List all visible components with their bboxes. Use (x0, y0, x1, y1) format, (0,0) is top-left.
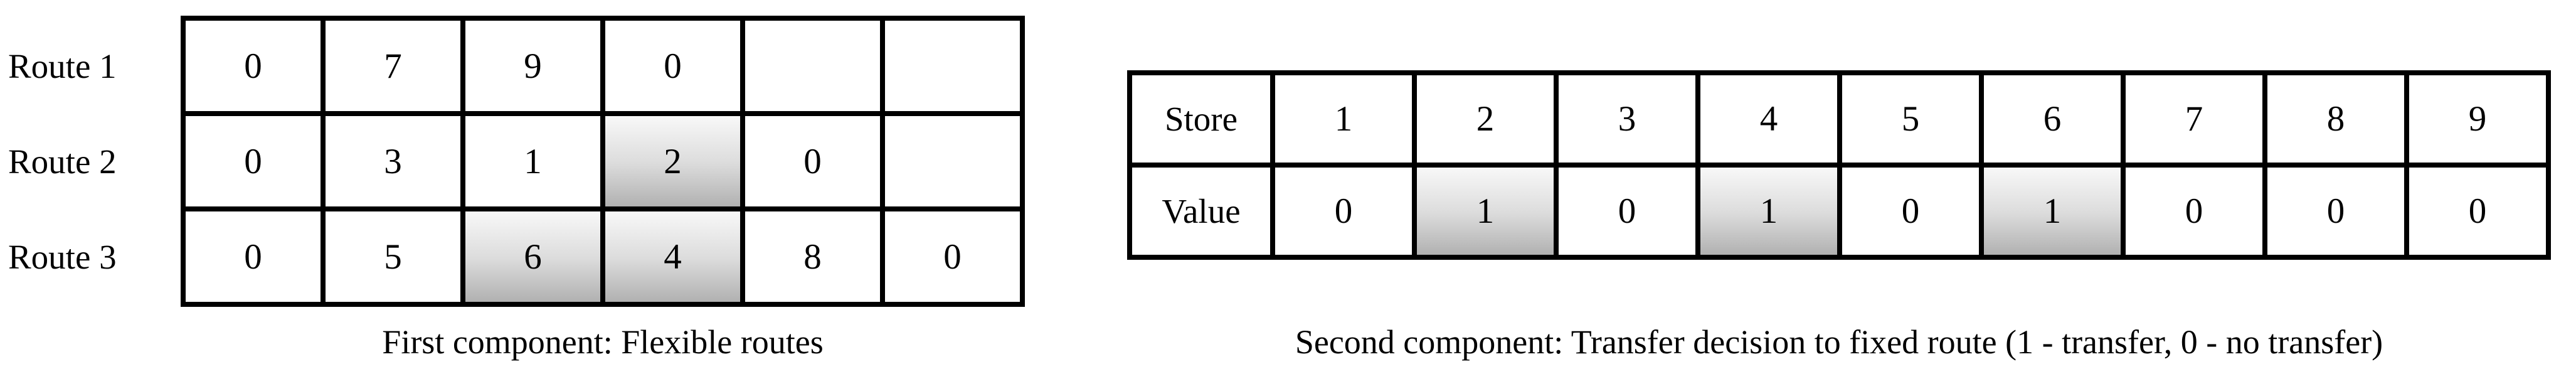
right-caption: Second component: Transfer decision to f… (1295, 323, 2383, 361)
transfer-cell: 5 (1842, 75, 1979, 163)
route-cell: 6 (465, 211, 600, 302)
transfer-cell: 0 (1275, 168, 1412, 255)
route-cell: 0 (186, 116, 321, 206)
route-cell: 0 (186, 21, 321, 111)
route-cell: 3 (326, 116, 460, 206)
route-cell: 0 (885, 211, 1020, 302)
route-cell: 7 (326, 21, 460, 111)
row-label: Route 3 (8, 237, 117, 276)
transfer-cell: 1 (1700, 168, 1837, 255)
route-cell: 0 (186, 211, 321, 302)
left-caption: First component: Flexible routes (382, 323, 824, 361)
route-cell (745, 21, 880, 111)
transfer-cell: 0 (2267, 168, 2404, 255)
transfer-cell: 0 (2409, 168, 2546, 255)
transfer-cell: 0 (1559, 168, 1695, 255)
row-header-cell: Value (1132, 168, 1270, 255)
route-cell: 2 (605, 116, 740, 206)
route-cell: 0 (605, 21, 740, 111)
route-cell: 0 (745, 116, 880, 206)
transfer-cell: 0 (1842, 168, 1979, 255)
transfer-cell: 3 (1559, 75, 1695, 163)
transfer-cell: 8 (2267, 75, 2404, 163)
transfer-cell: 0 (2126, 168, 2262, 255)
route-cell: 5 (326, 211, 460, 302)
route-cell: 8 (745, 211, 880, 302)
row-label: Route 2 (8, 142, 117, 181)
row-label: Route 1 (8, 46, 117, 85)
route-cell (885, 21, 1020, 111)
transfer-cell: 2 (1417, 75, 1554, 163)
row-header-cell: Store (1132, 75, 1270, 163)
transfer-cell: 4 (1700, 75, 1837, 163)
route-cell: 4 (605, 211, 740, 302)
transfer-cell: 1 (1417, 168, 1554, 255)
transfer-cell: 6 (1984, 75, 2121, 163)
transfer-cell: 7 (2126, 75, 2262, 163)
transfer-cell: 9 (2409, 75, 2546, 163)
transfer-cell: 1 (1984, 168, 2121, 255)
route-cell (885, 116, 1020, 206)
transfer-cell: 1 (1275, 75, 1412, 163)
route-cell: 9 (465, 21, 600, 111)
route-cell: 1 (465, 116, 600, 206)
